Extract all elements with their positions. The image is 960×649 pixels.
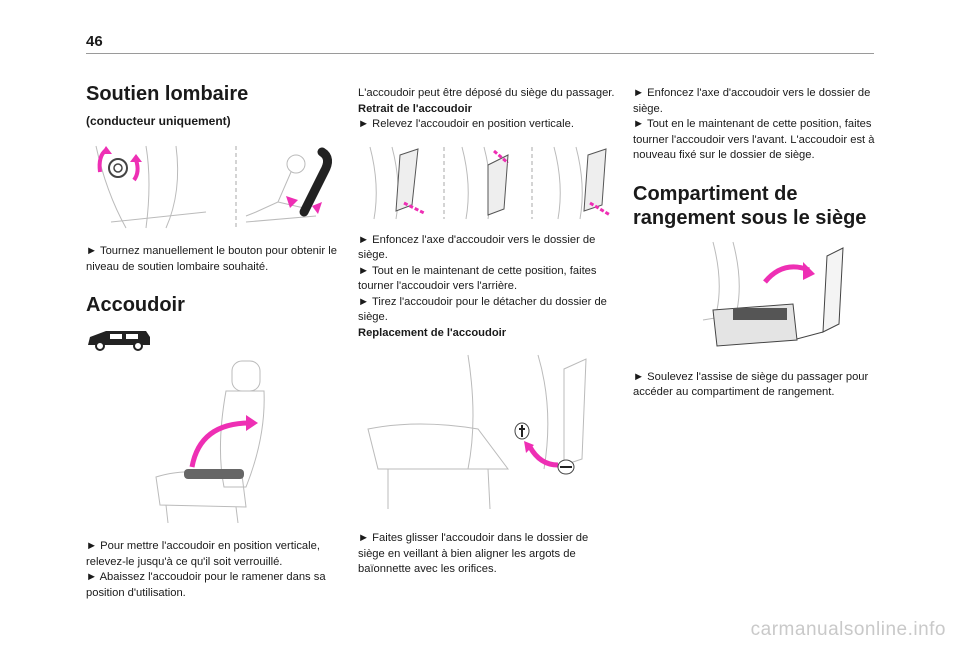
column-1: Soutien lombaire (conducteur uniquement) xyxy=(86,82,344,601)
remove-step-4: ► Tirez l'accoudoir pour le détacher du … xyxy=(358,295,607,324)
page-number: 46 xyxy=(86,33,103,50)
header-rule xyxy=(86,53,874,54)
storage-illustration xyxy=(693,240,891,360)
armrest-text-2: ► Abaissez l'accoudoir pour le ramener d… xyxy=(86,571,326,599)
storage-title: Compartiment de rangement sous le siège xyxy=(633,182,867,229)
column-2: L'accoudoir peut être déposé du siège du… xyxy=(358,86,616,578)
remove-title: Retrait de l'accoudoir xyxy=(358,102,472,115)
lumbar-subtitle: (conducteur uniquement) xyxy=(86,114,231,128)
remove-step-3: ► Tout en le maintenant de cette positio… xyxy=(358,264,597,293)
armrest-refit-illustration xyxy=(358,349,616,519)
refit-step-1: ► Faites glisser l'accoudoir dans le dos… xyxy=(358,532,589,575)
armrest-removal-illustration xyxy=(358,145,616,221)
remove-step-2: ► Enfoncez l'axe d'accoudoir vers le dos… xyxy=(358,233,596,262)
column-3: ► Enfoncez l'axe d'accoudoir vers le dos… xyxy=(633,86,891,401)
armrest-raise-illustration xyxy=(146,357,344,527)
storage-text: ► Soulevez l'assise de siège du passager… xyxy=(633,370,869,399)
armrest-text-1: ► Pour mettre l'accoudoir en position ve… xyxy=(86,540,320,568)
lumbar-title: Soutien lombaire xyxy=(86,83,249,105)
lumbar-text: ► Tournez manuellement le bouton pour ob… xyxy=(86,245,337,273)
van-icon xyxy=(86,329,344,351)
refit-step-2: ► Enfoncez l'axe d'accoudoir vers le dos… xyxy=(633,87,871,115)
intro-text: L'accoudoir peut être déposé du siège du… xyxy=(358,87,615,99)
lumbar-illustration xyxy=(86,142,344,232)
refit-title: Replacement de l'accoudoir xyxy=(358,326,507,339)
armrest-title: Accoudoir xyxy=(86,294,185,316)
refit-step-3: ► Tout en le maintenant de cette positio… xyxy=(633,118,875,161)
remove-step-1: ► Relevez l'accoudoir en position vertic… xyxy=(358,118,574,130)
watermark: carmanualsonline.info xyxy=(750,619,946,640)
